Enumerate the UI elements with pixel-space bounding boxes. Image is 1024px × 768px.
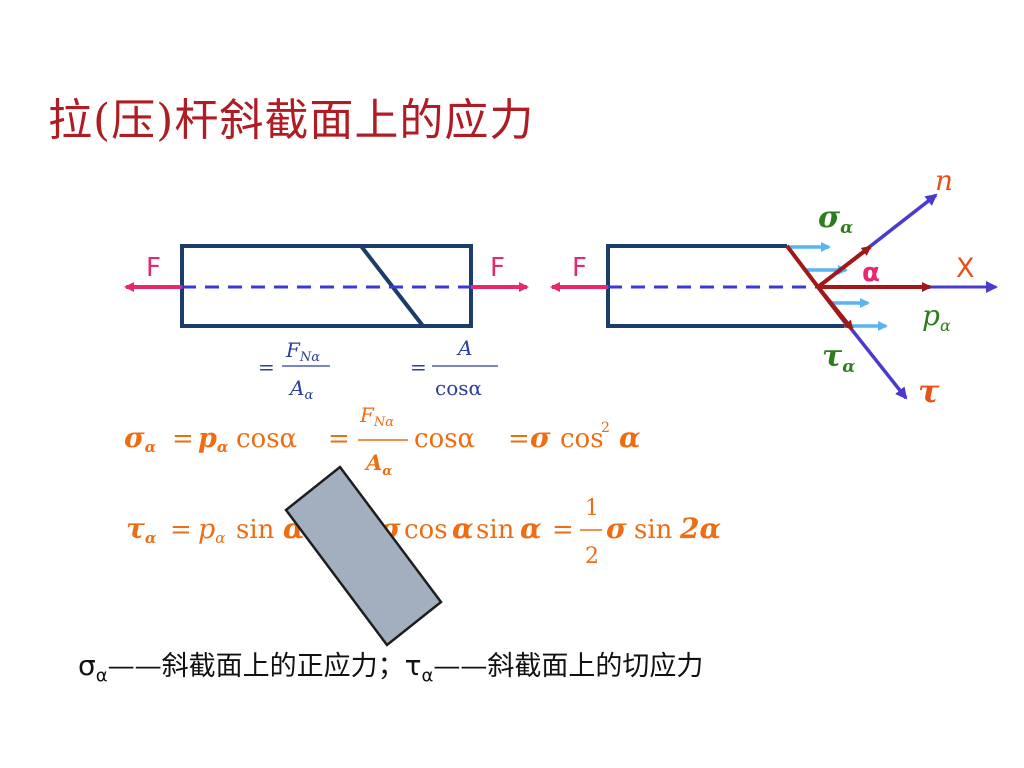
formula2-eq1: = [170,515,192,545]
right-bar-force-label: F [572,253,587,283]
fraction-a-over-cos: = A cosα [410,336,498,400]
formula1-cos1: cosα [236,424,297,454]
caption-sigma: σ [78,649,96,682]
formula1-sigma: σ [530,421,551,454]
left-force-label: F [146,253,161,283]
formula1-eq3: = [508,424,530,454]
gray-rotated-block[interactable] [284,465,443,647]
fraction-f-over-a: = FNα Aα [258,338,330,403]
left-bar: F F [124,244,529,328]
formula2-alpha3: α [520,512,542,545]
formula2-sin2: sin [476,515,515,545]
right-force-label: F [490,253,505,283]
slide-title: 拉(压)杆斜截面上的应力 [48,95,535,146]
sigma-alpha-label: σα [818,200,853,238]
caption-tau-sub: α [421,665,434,687]
formula2-lhs: τα [126,512,157,547]
fraction-equals: = [410,355,427,379]
formula2-half-den: 2 [585,544,599,569]
caption-tau-text: ——斜截面上的切应力 [433,651,704,682]
formula1-alpha: α [619,421,641,454]
sigma-component-arrow [816,245,872,289]
formula2-sigma2: σ [606,512,627,545]
p-alpha-label: pα [922,299,951,335]
formula1-cos2: cosα [414,424,475,454]
caption-sigma-sub: α [95,665,108,687]
formula1-lhs: σα [124,421,157,456]
tau-label: τ [918,372,940,410]
formula1-denominator: Aα [364,450,392,479]
formula1-square: 2 [601,420,610,436]
alpha-angle-label: α [862,258,880,288]
right-bar: F n X α σα pα τα τ [550,164,998,410]
formula1-p-alpha: pα [198,423,229,456]
formula1-eq1: = [172,424,194,454]
formula1-numerator: FNα [359,403,394,430]
caption-sigma-text: ——斜截面上的正应力； [107,651,405,682]
formula2-half-num: 1 [585,496,599,521]
fraction-denominator: Aα [288,376,313,403]
formula1-eq2: = [328,424,350,454]
formula2-eq2: = [552,515,574,545]
formula2-sin1: sin [236,515,275,545]
formula-tau-alpha: τα = pα sin α σ cos α sin α = 1 2 σ sin … [126,496,721,569]
n-label: n [935,164,953,197]
formula2-alpha2: α [452,512,474,545]
fraction-numerator: A [456,336,472,360]
formula2-sin3: sin [634,515,673,545]
formula-sigma-alpha: σα = pα cosα = FNα Aα cosα = σ cos 2 α [124,403,641,479]
caption-line: σα——斜截面上的正应力；τα——斜截面上的切应力 [78,644,703,686]
formula2-two-alpha: 2α [679,512,721,545]
fraction-denominator: cosα [435,376,482,400]
x-label: X [956,253,975,284]
formula2-p-alpha: pα [198,514,225,547]
caption-tau: τ [404,649,422,682]
formula1-cos-sq: cos [560,424,604,454]
fraction-numerator: FNα [285,338,320,365]
fraction-equals: = [258,355,275,379]
tau-component-arrow [816,285,854,331]
tau-alpha-label: τα [822,339,855,377]
formula2-cos: cos [404,515,448,545]
